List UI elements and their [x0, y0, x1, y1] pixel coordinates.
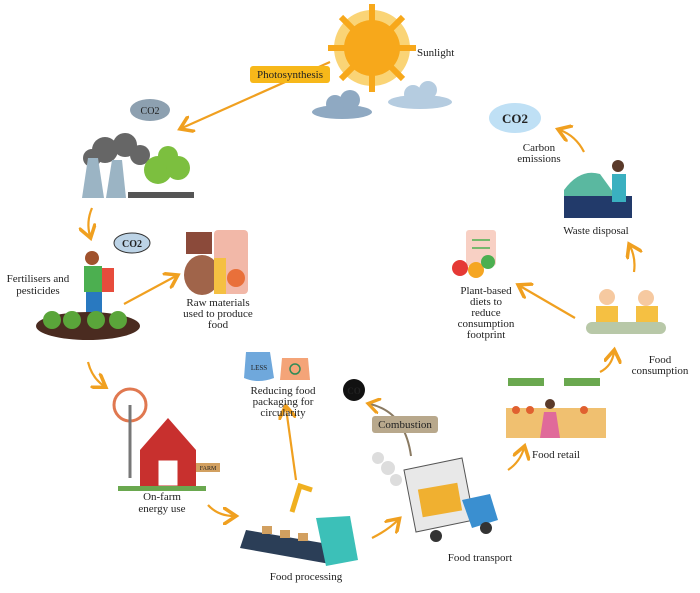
farm-barn-icon: FARM — [112, 387, 220, 491]
svg-text:CO2: CO2 — [122, 239, 142, 250]
food-consumption-icon — [586, 289, 666, 334]
arrow-factory-to-farmer — [88, 207, 92, 236]
arrow-farmer-to-raw — [123, 276, 176, 305]
arrow-processing-to-packaging — [286, 408, 298, 481]
label-waste-disposal: Waste disposal — [563, 225, 628, 237]
arrow-waste-to-emissions — [560, 130, 585, 153]
co2-cloud-icon — [130, 99, 170, 121]
arrow-consumption-to-plant — [520, 286, 576, 319]
food-processing-icon — [240, 482, 358, 566]
svg-text:Combustion: Combustion — [378, 419, 432, 431]
label-food-processing: Food processing — [270, 571, 343, 583]
reusable-bag-icon: LESS — [244, 352, 310, 381]
sun-icon — [328, 4, 416, 92]
food-transport-truck-icon — [403, 457, 498, 542]
cloud-icon — [312, 81, 452, 119]
factory-trees-icon: CO2 — [82, 99, 194, 198]
svg-text:CO: CO — [347, 386, 361, 396]
svg-text:CO2: CO2 — [141, 106, 160, 117]
waste-disposal-icon — [564, 160, 632, 218]
arrow-retail-to-consumption — [599, 352, 614, 373]
svg-text:Photosynthesis: Photosynthesis — [257, 69, 323, 81]
arrow-farm-to-processing — [207, 504, 234, 516]
raw-materials-icon — [184, 230, 248, 295]
cycle-arrows — [86, 60, 635, 539]
exhaust-smoke-icon — [372, 452, 402, 486]
label-sunlight: Sunlight — [417, 47, 454, 59]
svg-text:LESS: LESS — [251, 364, 267, 372]
co2-smoke-icon: CO — [343, 379, 365, 401]
svg-text:CO2: CO2 — [502, 111, 528, 126]
arrow-farmer-to-farm — [86, 361, 104, 386]
farmer-spraying-icon: CO2 — [36, 232, 151, 340]
plant-based-diet-icon — [452, 230, 496, 278]
co2-emission-cloud-icon: CO2 — [489, 103, 541, 133]
label-food-retail: Food retail — [532, 449, 580, 461]
label-food-transport: Food transport — [448, 552, 512, 564]
photosynthesis-badge: Photosynthesis — [250, 66, 330, 83]
arrow-processing-to-transport — [371, 520, 398, 539]
arrow-consumption-to-waste — [630, 246, 635, 273]
svg-text:FARM: FARM — [200, 466, 217, 472]
combustion-badge: Combustion — [372, 416, 438, 433]
food-retail-market-icon — [506, 378, 606, 438]
arrow-transport-to-retail — [507, 448, 524, 471]
